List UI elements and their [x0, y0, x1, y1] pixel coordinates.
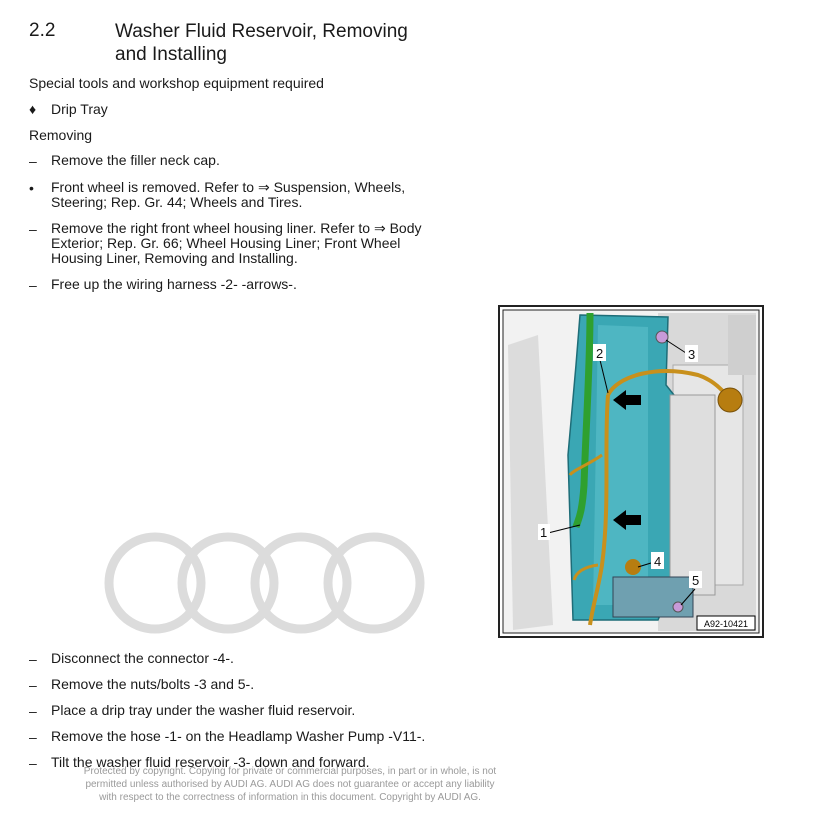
step-text: Remove the filler neck cap.	[51, 152, 220, 168]
tools-heading: Special tools and workshop equipment req…	[29, 75, 324, 91]
step-bullet: –	[29, 755, 37, 771]
step-text-line: Exterior; Rep. Gr. 66; Wheel Housing Lin…	[51, 235, 401, 251]
callout-1: 1	[540, 525, 547, 540]
callout-3: 3	[688, 347, 695, 362]
copyright-line-2: permitted unless authorised by AUDI AG. …	[85, 779, 495, 790]
section-title: Washer Fluid Reservoir, Removing and Ins…	[115, 20, 455, 66]
step-text-line: Steering; Rep. Gr. 44; Wheels and Tires.	[51, 194, 303, 210]
section-number: 2.2	[29, 20, 56, 41]
step-bullet: –	[29, 703, 37, 719]
step-text-line: Remove the right front wheel housing lin…	[51, 220, 422, 236]
step-bullet: –	[29, 277, 37, 293]
reservoir-figure: 1 2 3 4 5 A92-10421	[498, 305, 764, 638]
copyright-line-3: with respect to the correctness of infor…	[99, 792, 481, 803]
callout-4: 4	[654, 554, 661, 569]
copyright-notice: Protected by copyright. Copying for priv…	[80, 765, 500, 804]
figure-id: A92-10421	[704, 619, 748, 629]
step-text: Remove the hose -1- on the Headlamp Wash…	[51, 728, 426, 744]
tools-item-bullet: ♦	[29, 101, 37, 117]
step-text: Remove the nuts/bolts -3 and 5-.	[51, 676, 255, 692]
step-bullet: –	[29, 677, 37, 693]
tools-item: Drip Tray	[51, 101, 108, 117]
step-bullet: –	[29, 651, 37, 667]
step-bullet: –	[29, 153, 37, 169]
step-text: Disconnect the connector -4-.	[51, 650, 234, 666]
step-text: Free up the wiring harness -2- -arrows-.	[51, 276, 297, 292]
step-text-line: Housing Liner, Removing and Installing.	[51, 250, 298, 266]
callout-2: 2	[596, 346, 603, 361]
copyright-line-1: Protected by copyright. Copying for priv…	[83, 766, 497, 777]
callout-5: 5	[692, 573, 699, 588]
audi-rings-watermark	[104, 532, 425, 634]
step-text: Place a drip tray under the washer fluid…	[51, 702, 356, 718]
step-text-line: Front wheel is removed. Refer to ⇒ Suspe…	[51, 179, 406, 195]
section-title-line-2: and Installing	[115, 44, 227, 65]
step-text: Tilt the washer fluid reservoir -3- down…	[51, 754, 370, 770]
step-bullet: –	[29, 221, 37, 237]
step-bullet: •	[29, 180, 34, 196]
step-bullet: –	[29, 729, 37, 745]
section-title-line-1: Washer Fluid Reservoir, Removing	[115, 21, 408, 42]
removing-heading: Removing	[29, 127, 93, 143]
